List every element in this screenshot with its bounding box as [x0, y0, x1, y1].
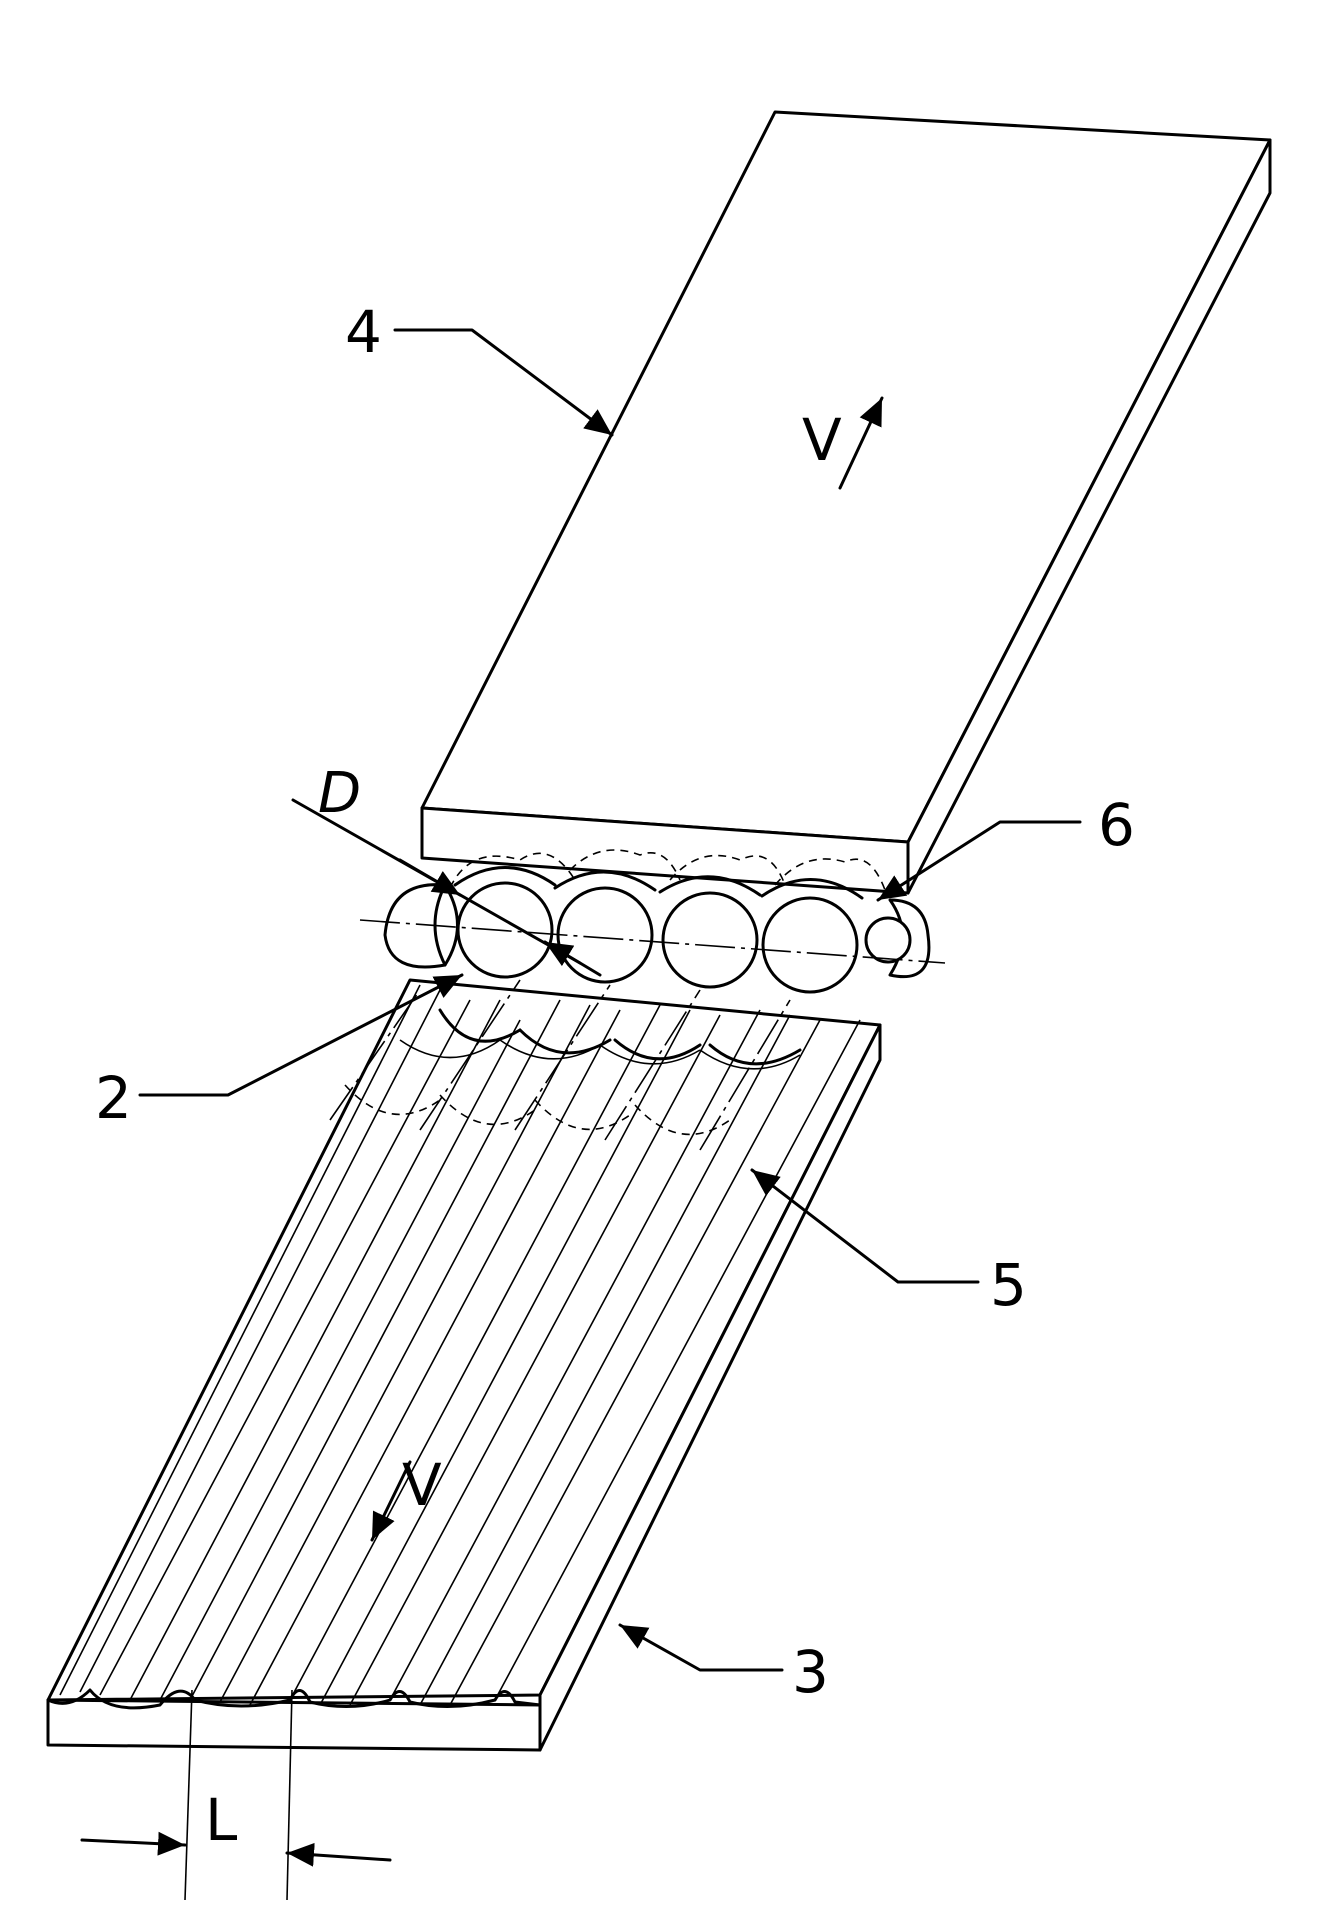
leader-3: [618, 1623, 784, 1672]
lower-plate-front-profile: [46, 1688, 542, 1710]
pitch-arrow-right: [285, 1842, 392, 1867]
leader-2: [138, 973, 464, 1097]
label-seal-edge: 6: [1098, 791, 1135, 859]
grooves: [59, 979, 861, 1706]
upper-plate-front-face: [420, 806, 910, 895]
label-plate-lower: 3: [792, 1638, 829, 1706]
leader-6: [876, 820, 1082, 902]
label-diameter: D: [318, 761, 361, 826]
label-plate-upper: 4: [345, 298, 382, 366]
roller-end-right: [864, 916, 912, 964]
roller-axis-line: [359, 919, 946, 964]
velocity-arrow-upper: [838, 396, 884, 490]
pitch-extension-left: [184, 1689, 193, 1901]
leader-5: [750, 1168, 980, 1284]
label-velocity-upper: V: [802, 406, 842, 474]
velocity-arrow-lower: [370, 1460, 412, 1542]
pitch-arrow-left: [80, 1831, 187, 1856]
leaders: [80, 328, 1082, 1901]
rollers: [359, 866, 946, 1066]
roller-2: [556, 886, 654, 984]
label-pitch: L: [205, 1786, 237, 1854]
roller-3: [661, 891, 759, 989]
label-roller: 2: [95, 1064, 132, 1132]
upper-plate: [420, 110, 1272, 895]
label-velocity-lower: V: [402, 1451, 442, 1519]
leader-4: [393, 328, 614, 437]
roller-4: [761, 896, 859, 994]
lower-plate-top-face: [46, 978, 882, 1702]
label-groove: 5: [990, 1251, 1027, 1319]
labels: 4 V D 6 2 5 V 3 L: [95, 298, 1135, 1854]
